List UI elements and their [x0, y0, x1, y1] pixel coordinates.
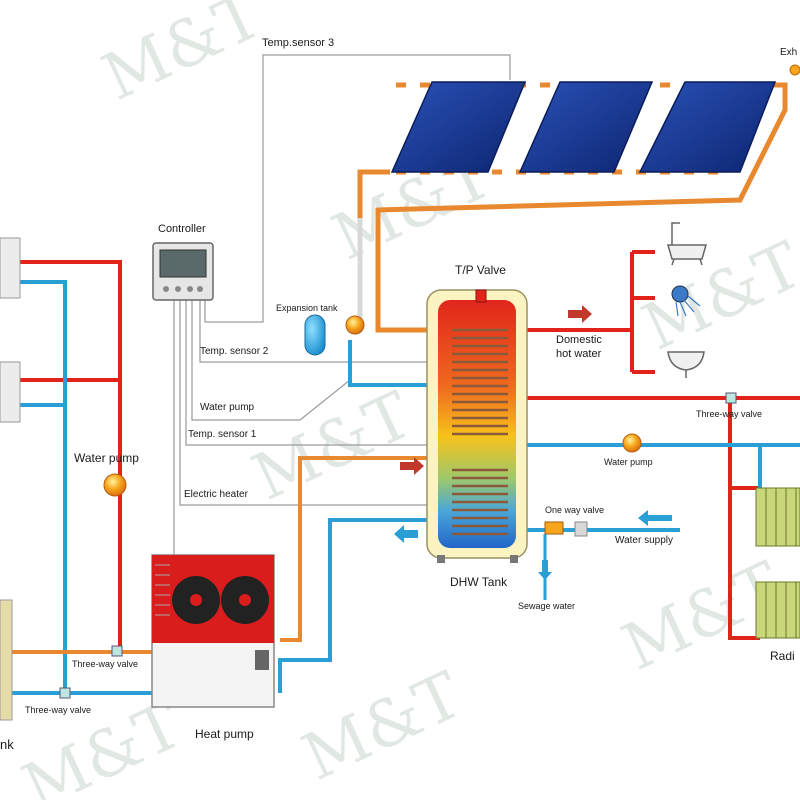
three-way-valve-bottom-label: Three-way valve	[25, 705, 92, 715]
three-way-valve-icon	[59, 687, 71, 699]
electric-heater-label: Electric heater	[184, 489, 248, 500]
dhw-tank-icon	[426, 289, 528, 563]
water-pump-left-label: Water pump	[74, 451, 139, 465]
radiator-icon	[755, 487, 800, 639]
heat-pump-pipes	[0, 456, 432, 654]
water-pump-icon	[345, 315, 365, 335]
controller-label: Controller	[158, 223, 206, 235]
sink-icon	[667, 351, 705, 378]
sewage-water-label: Sewage water	[518, 601, 576, 611]
flow-arrow-icon	[394, 305, 672, 580]
tank-left-label: nk	[0, 737, 14, 752]
water-pump-right-label: Water pump	[604, 457, 653, 467]
heat-pump-label: Heat pump	[195, 727, 254, 741]
one-way-valve-label: One way valve	[545, 505, 605, 515]
expansion-tank-icon	[304, 314, 326, 356]
radiator-label: Radi	[770, 649, 795, 663]
exhaust-valve-icon	[789, 64, 800, 76]
three-way-valve-right-label: Three-way valve	[696, 409, 763, 419]
shower-icon	[671, 285, 701, 317]
water-pump-icon	[103, 473, 127, 497]
fan-coil-icon	[0, 237, 21, 721]
dhw-tank-label: DHW Tank	[450, 575, 508, 589]
domestic-hot-water-label-line1: Domestic	[556, 334, 602, 346]
hot-water-pipes	[18, 250, 800, 650]
domestic-hot-water-label-line2: hot water	[556, 348, 602, 360]
exhaust-label: Exh	[780, 47, 798, 58]
one-way-valve-icon	[543, 521, 680, 600]
three-way-valve-icon	[111, 645, 123, 657]
water-pump-icon	[622, 433, 642, 453]
temp-sensor-2-label: Temp. sensor 2	[200, 346, 269, 357]
temp-sensor-1-label: Temp. sensor 1	[188, 429, 257, 440]
solar-panel-icon	[390, 81, 777, 173]
heat-pump-icon	[151, 554, 275, 708]
tp-valve-label: T/P Valve	[455, 263, 506, 277]
three-way-valve-mid-label: Three-way valve	[72, 659, 139, 669]
expansion-tank-label: Expansion tank	[276, 303, 338, 313]
sensor-wires	[170, 54, 511, 561]
controller-icon	[152, 242, 214, 301]
temp-sensor-3-label: Temp.sensor 3	[262, 37, 335, 49]
water-pump-controller-label: Water pump	[200, 402, 255, 413]
bathtub-icon	[667, 222, 707, 266]
water-supply-label: Water supply	[615, 535, 673, 546]
three-way-valve-icon	[725, 392, 737, 404]
